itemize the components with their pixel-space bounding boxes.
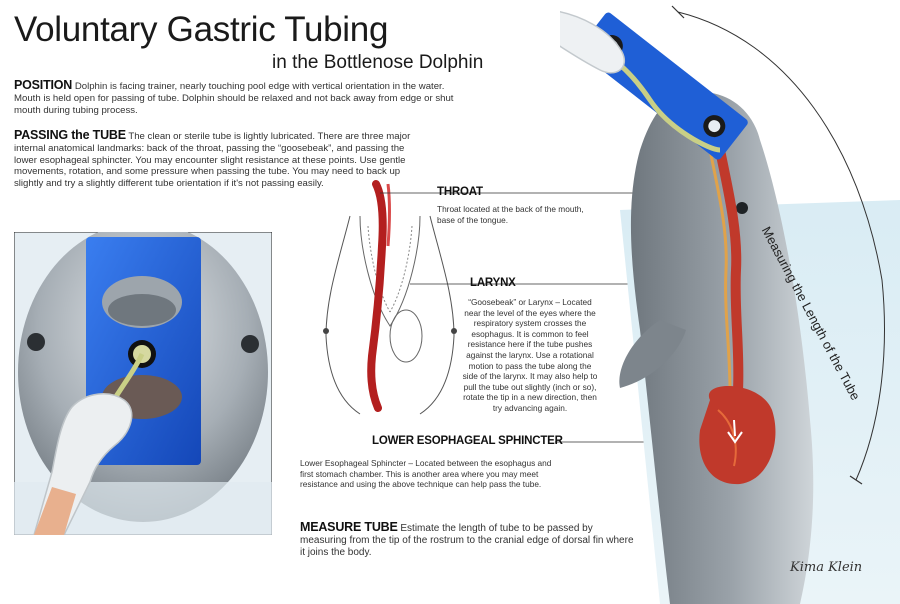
larynx-outline [389,309,423,363]
measure-text: Estimate the length of tube to be passed… [300,523,634,558]
measure-heading: MEASURE TUBE [300,520,398,534]
throat-description: Throat located at the back of the mouth,… [437,204,584,225]
artist-signature: Kima Klein [790,560,863,575]
passing-text: The clean or sterile tube is lightly lub… [14,131,411,190]
position-text: Dolphin is facing trainer, nearly touchi… [14,81,454,116]
gloved-hand-side [560,11,625,74]
schematic-diagram [323,180,457,415]
page-subtitle: in the Bottlenose Dolphin [272,52,484,73]
head-outline [325,215,361,415]
measurement-arc [677,11,885,481]
dolphin-body [630,92,814,604]
position-section: POSITION Dolphin is facing trainer, near… [14,78,464,116]
side-view-illustration [560,5,900,604]
internal-esophagus [715,145,744,395]
passing-section: PASSING the TUBE The clean or sterile tu… [14,128,422,190]
dolphin-eye-side [736,202,748,214]
measure-section: MEASURE TUBE Estimate the length of tube… [300,520,640,558]
throat-label: THROAT [437,186,483,198]
jaw-outline [359,215,421,327]
stomach-chamber [699,386,776,485]
passing-heading: PASSING the TUBE [14,128,126,142]
larynx-description: “Goosebeak” or Larynx – Located near the… [462,297,598,413]
esophagus-path [367,180,387,412]
les-description: Lower Esophageal Sphincter – Located bet… [300,458,552,490]
dolphin-left-eye [27,333,45,351]
position-heading: POSITION [14,78,73,92]
page-title: Voluntary Gastric Tubing [14,10,389,49]
pectoral-fin [619,320,686,388]
dolphin-right-eye [241,335,259,353]
larynx-label: LARYNX [470,277,516,289]
les-label: LOWER ESOPHAGEAL SPHINCTER [372,435,563,447]
frontal-view-illustration [14,232,272,535]
